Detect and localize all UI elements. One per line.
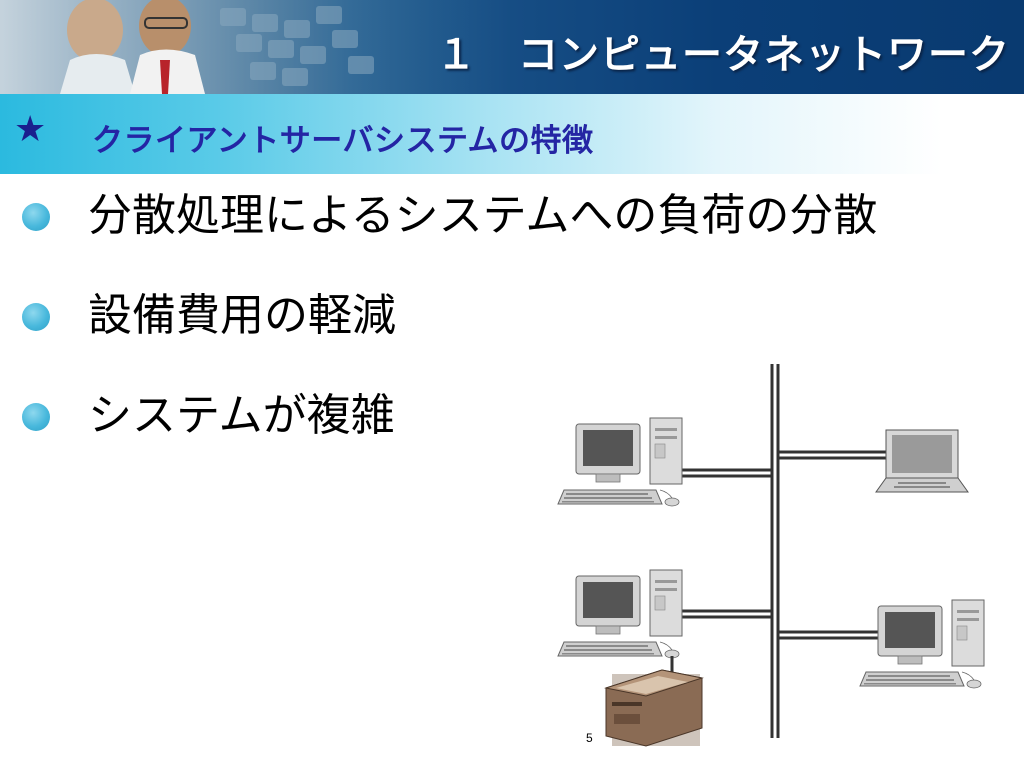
bullet-dot-icon: [22, 303, 50, 331]
bullet-dot-icon: [22, 203, 50, 231]
network-diagram: [557, 364, 985, 747]
banner-photo-image: [0, 0, 470, 94]
desktop-computer-icon: [557, 417, 683, 507]
title-banner: １ コンピュータネットワーク: [0, 0, 1024, 94]
bullet-dot-icon: [22, 403, 50, 431]
star-icon: ★: [14, 109, 47, 150]
page-number: 5: [586, 731, 593, 745]
printer-icon: [604, 669, 704, 747]
bullet-text: システムが複雑: [88, 390, 395, 441]
laptop-icon: [875, 429, 969, 493]
bullet-text: 設備費用の軽減: [88, 290, 396, 341]
desktop-computer-icon: [557, 569, 683, 659]
desktop-computer-icon: [859, 599, 985, 689]
slide-title: １ コンピュータネットワーク: [436, 32, 1010, 78]
bullet-text: 分散処理によるシステムへの負荷の分散: [88, 190, 878, 241]
subtitle-band: [0, 94, 1024, 174]
subtitle-heading: クライアントサーバシステムの特徴: [92, 123, 594, 159]
